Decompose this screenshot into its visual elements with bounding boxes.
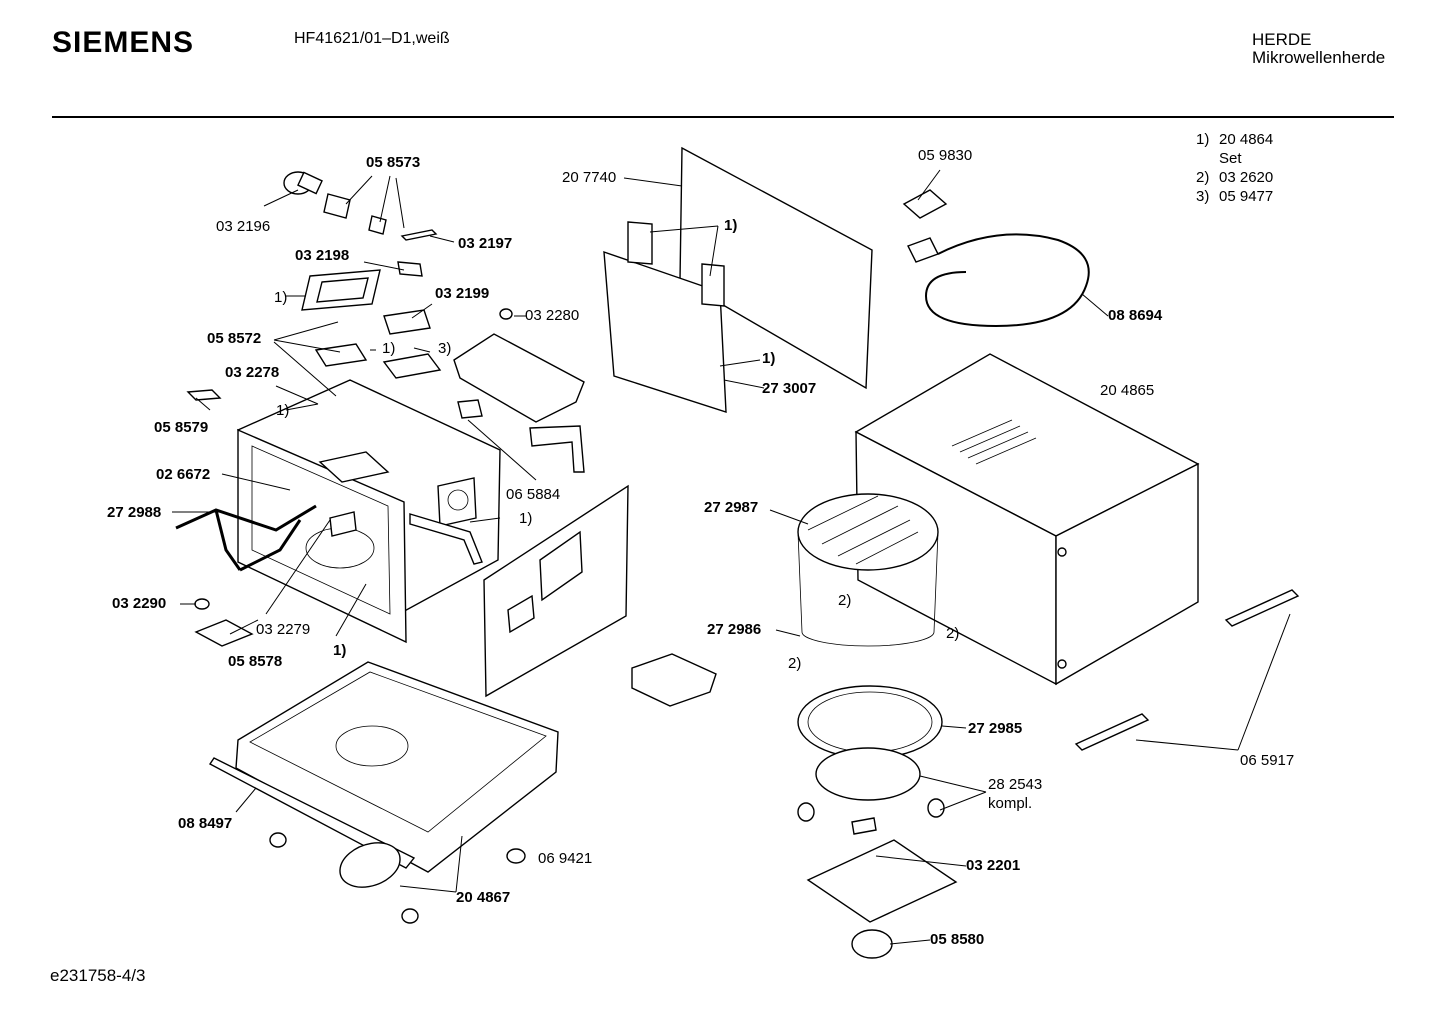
category: HERDE — [1252, 30, 1312, 49]
legend-value-3: 05 9477 — [1219, 188, 1274, 205]
cover-plates-group — [186, 261, 585, 473]
ref-label-1b: 1) — [382, 340, 396, 357]
ref-label-1g: 1) — [762, 350, 776, 367]
part-label-032280: 03 2280 — [525, 307, 580, 324]
part-label-065884: 06 5884 — [506, 486, 561, 503]
oven-cavity — [236, 379, 501, 644]
ref-label-2a: 2) — [838, 592, 852, 609]
ref-label-1c: 1) — [276, 402, 290, 419]
part-label-058580: 05 8580 — [930, 931, 985, 948]
part-label-088694: 08 8694 — [1108, 307, 1163, 324]
power-cord — [902, 189, 1090, 328]
part-label-059830: 05 9830 — [918, 147, 973, 164]
part-label-032199: 03 2199 — [435, 285, 490, 302]
ref-label-3: 3) — [438, 340, 452, 357]
header-divider — [52, 116, 1394, 118]
part-label-032290: 03 2290 — [112, 595, 167, 612]
legend-value-2: 03 2620 — [1219, 169, 1274, 186]
ref-label-2c: 2) — [788, 655, 802, 672]
part-label-272987: 27 2987 — [704, 499, 759, 516]
part-label-207740: 20 7740 — [562, 169, 617, 186]
part-label-282543-kompl: kompl. — [988, 795, 1033, 812]
part-label-032196: 03 2196 — [216, 218, 271, 235]
part-label-282543: 28 2543 — [988, 776, 1043, 793]
document-code: e231758-4/3 — [50, 966, 146, 985]
part-label-272986: 27 2986 — [707, 621, 762, 638]
ref-label-1d: 1) — [519, 510, 533, 527]
side-plate — [409, 484, 629, 698]
part-label-272988: 27 2988 — [107, 504, 162, 521]
door-panel — [603, 146, 873, 413]
part-label-058573: 05 8573 — [366, 154, 421, 171]
subcategory: Mikrowellenherde — [1252, 48, 1386, 67]
legend-num-3: 3) — [1196, 188, 1210, 205]
legend-value-1: 20 4864 — [1219, 131, 1274, 148]
ref-label-2b: 2) — [946, 625, 960, 642]
part-label-088497: 08 8497 — [178, 815, 233, 832]
part-label-032198: 03 2198 — [295, 247, 350, 264]
legend-num-1: 1) — [1196, 131, 1210, 148]
part-label-273007: 27 3007 — [762, 380, 817, 397]
heating-element — [175, 504, 317, 572]
part-label-058572: 05 8572 — [207, 330, 262, 347]
small-parts-left — [194, 598, 717, 707]
part-label-032201: 03 2201 — [966, 857, 1021, 874]
part-label-032279: 03 2279 — [256, 621, 311, 638]
lamp-socket-group — [283, 171, 438, 241]
ref-label-1a: 1) — [274, 289, 288, 306]
part-label-032197: 03 2197 — [458, 235, 513, 252]
part-label-272985: 27 2985 — [968, 720, 1023, 737]
part-label-058578: 05 8578 — [228, 653, 283, 670]
ref-label-1e: 1) — [333, 642, 347, 659]
leader-lines — [172, 169, 1291, 945]
outer-casing — [854, 353, 1200, 686]
part-label-058579: 05 8579 — [154, 419, 209, 436]
part-label-204867: 20 4867 — [456, 889, 511, 906]
part-label-069421: 06 9421 — [538, 850, 593, 867]
model-number: HF41621/01–D1,weiß — [294, 30, 450, 47]
ref-label-1f: 1) — [724, 217, 738, 234]
brand-logo: SIEMENS — [52, 26, 195, 59]
part-label-065917: 06 5917 — [1240, 752, 1295, 769]
base-plate — [208, 661, 559, 924]
legend-value-set: Set — [1219, 150, 1242, 167]
part-label-032278: 03 2278 — [225, 364, 280, 381]
part-label-204865: 20 4865 — [1100, 382, 1155, 399]
feet-right — [1074, 589, 1300, 751]
part-label-026672: 02 6672 — [156, 466, 211, 483]
legend-num-2: 2) — [1196, 169, 1210, 186]
